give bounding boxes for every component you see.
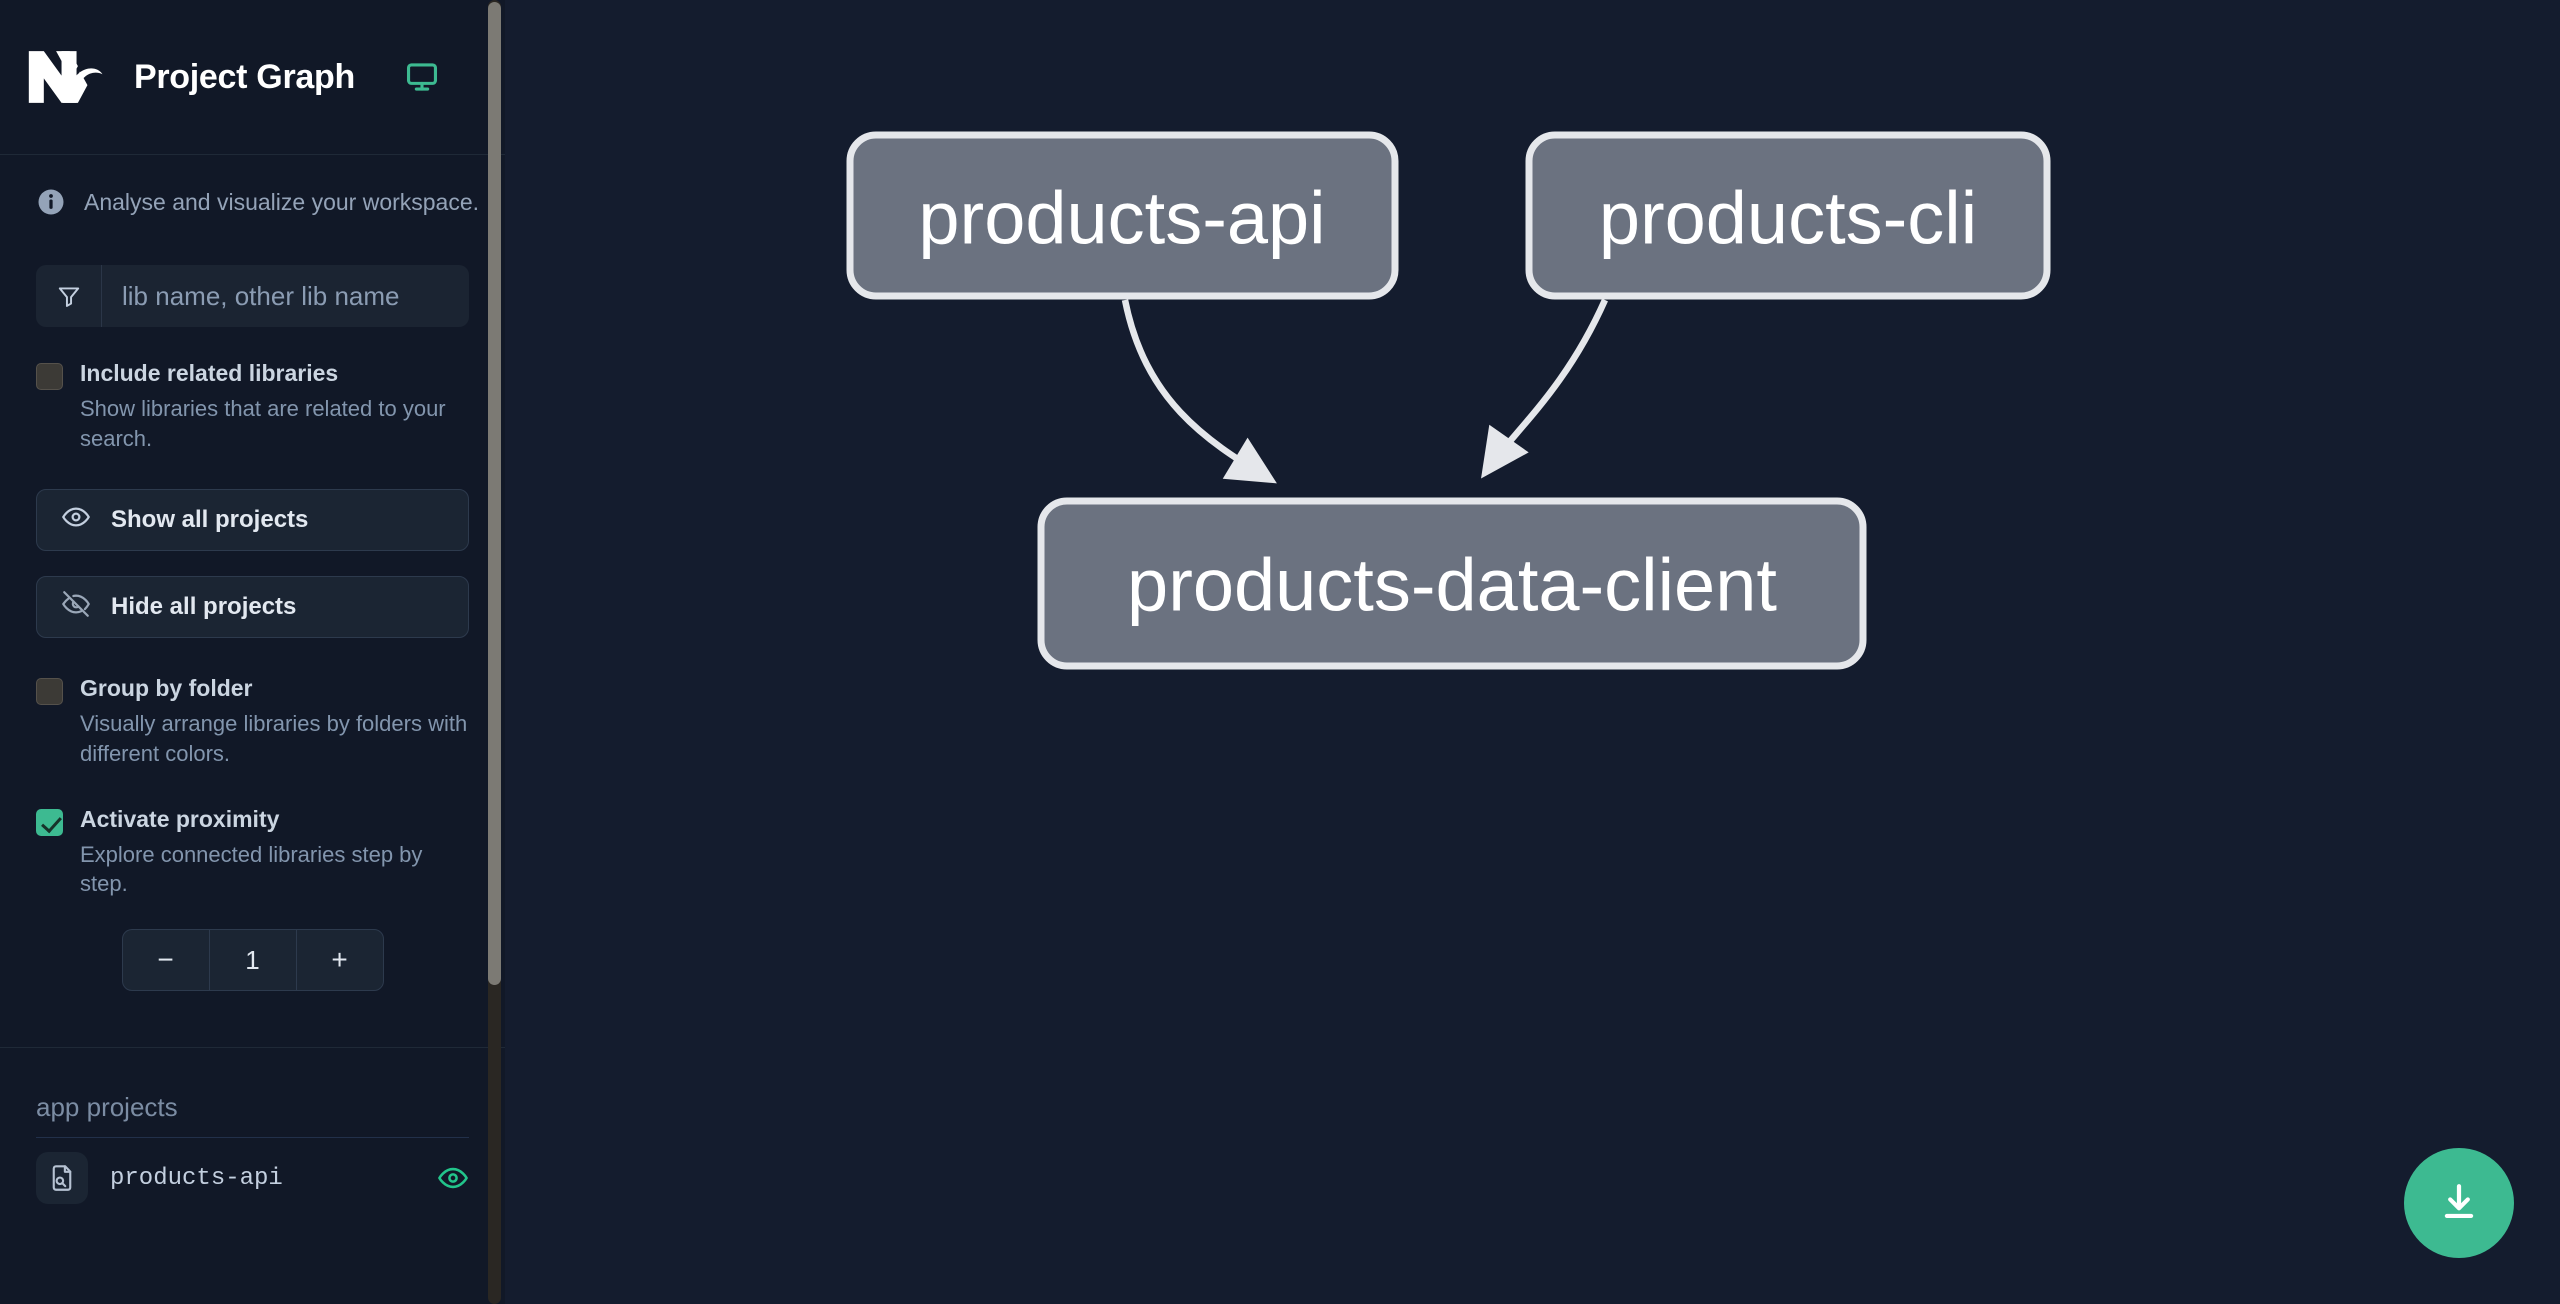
proximity-value: 1 <box>208 930 296 991</box>
edge-products-cli-to-products-data-client <box>1481 298 1608 479</box>
graph-edges <box>1121 298 1608 484</box>
page-title: Project Graph <box>134 57 355 96</box>
sidebar-header: Project Graph <box>0 0 505 155</box>
eye-off-icon <box>61 589 91 626</box>
sidebar-scrollbar-thumb[interactable] <box>488 2 501 985</box>
activate-proximity-label: Activate proximity <box>80 805 280 832</box>
info-circle-icon <box>36 187 66 217</box>
sidebar: Project Graph Analyse and vis <box>0 0 505 1304</box>
filter-funnel-icon <box>36 265 102 327</box>
node-label: products-data-client <box>1127 544 1777 627</box>
sidebar-body: Analyse and visualize your workspace. In… <box>0 155 505 992</box>
group-by-folder-label: Group by folder <box>80 675 253 702</box>
list-item[interactable]: products-api <box>36 1152 469 1205</box>
include-related-libraries-label: Include related libraries <box>80 360 339 386</box>
include-related-libraries-description: Show libraries that are related to your … <box>80 396 446 451</box>
visibility-buttons: Show all projects Hide all projects <box>36 489 469 639</box>
node-shape[interactable] <box>1525 131 2051 300</box>
hide-all-projects-label: Hide all projects <box>111 593 297 621</box>
activate-proximity-checkbox[interactable] <box>36 808 63 836</box>
graph-node-products-api[interactable]: products-api <box>846 131 1399 300</box>
graph-canvas[interactable]: products-api products-cli products-data-… <box>505 0 2560 1304</box>
group-by-folder-checkbox[interactable] <box>36 678 63 706</box>
node-shape[interactable] <box>1037 497 1867 670</box>
option-include-related-libraries[interactable]: Include related libraries Show libraries… <box>36 359 469 453</box>
proximity-stepper[interactable]: − 1 + <box>121 929 384 992</box>
node-label: products-api <box>918 177 1325 260</box>
show-all-projects-button[interactable]: Show all projects <box>36 489 469 552</box>
show-all-projects-label: Show all projects <box>111 506 309 534</box>
monitor-icon[interactable] <box>405 60 439 94</box>
search-input[interactable] <box>102 265 469 327</box>
download-graph-button[interactable] <box>2404 1148 2514 1258</box>
option-group-by-folder[interactable]: Group by folder Visually arrange librari… <box>36 674 469 768</box>
project-name: products-api <box>110 1164 283 1192</box>
option-activate-proximity[interactable]: Activate proximity Explore connected lib… <box>36 805 469 899</box>
hide-all-projects-button[interactable]: Hide all projects <box>36 576 469 639</box>
project-group-title: app projects <box>36 1048 469 1139</box>
sidebar-divider <box>0 1047 505 1049</box>
include-related-libraries-checkbox[interactable] <box>36 363 63 390</box>
node-label: products-cli <box>1599 177 1977 260</box>
eye-icon <box>61 502 91 539</box>
app-project-icon <box>36 1152 88 1205</box>
activate-proximity-description: Explore connected libraries step by step… <box>80 841 423 897</box>
node-shape[interactable] <box>846 131 1399 300</box>
graph-node-products-cli[interactable]: products-cli <box>1525 131 2051 300</box>
search-box[interactable] <box>36 265 469 327</box>
workspace-info-text: Analyse and visualize your workspace. <box>84 188 480 215</box>
proximity-increment-button[interactable]: + <box>295 930 383 991</box>
eye-visible-icon[interactable] <box>437 1162 469 1194</box>
download-icon <box>2437 1180 2481 1227</box>
proximity-decrement-button[interactable]: − <box>157 944 174 976</box>
nx-logo-icon <box>26 47 108 107</box>
group-by-folder-description: Visually arrange libraries by folders wi… <box>80 711 468 767</box>
project-graph-svg: products-api products-cli products-data-… <box>846 131 2051 670</box>
graph-node-products-data-client[interactable]: products-data-client <box>1037 497 1867 670</box>
workspace-info: Analyse and visualize your workspace. <box>36 155 479 243</box>
edge-products-api-to-products-data-client <box>1121 299 1277 484</box>
